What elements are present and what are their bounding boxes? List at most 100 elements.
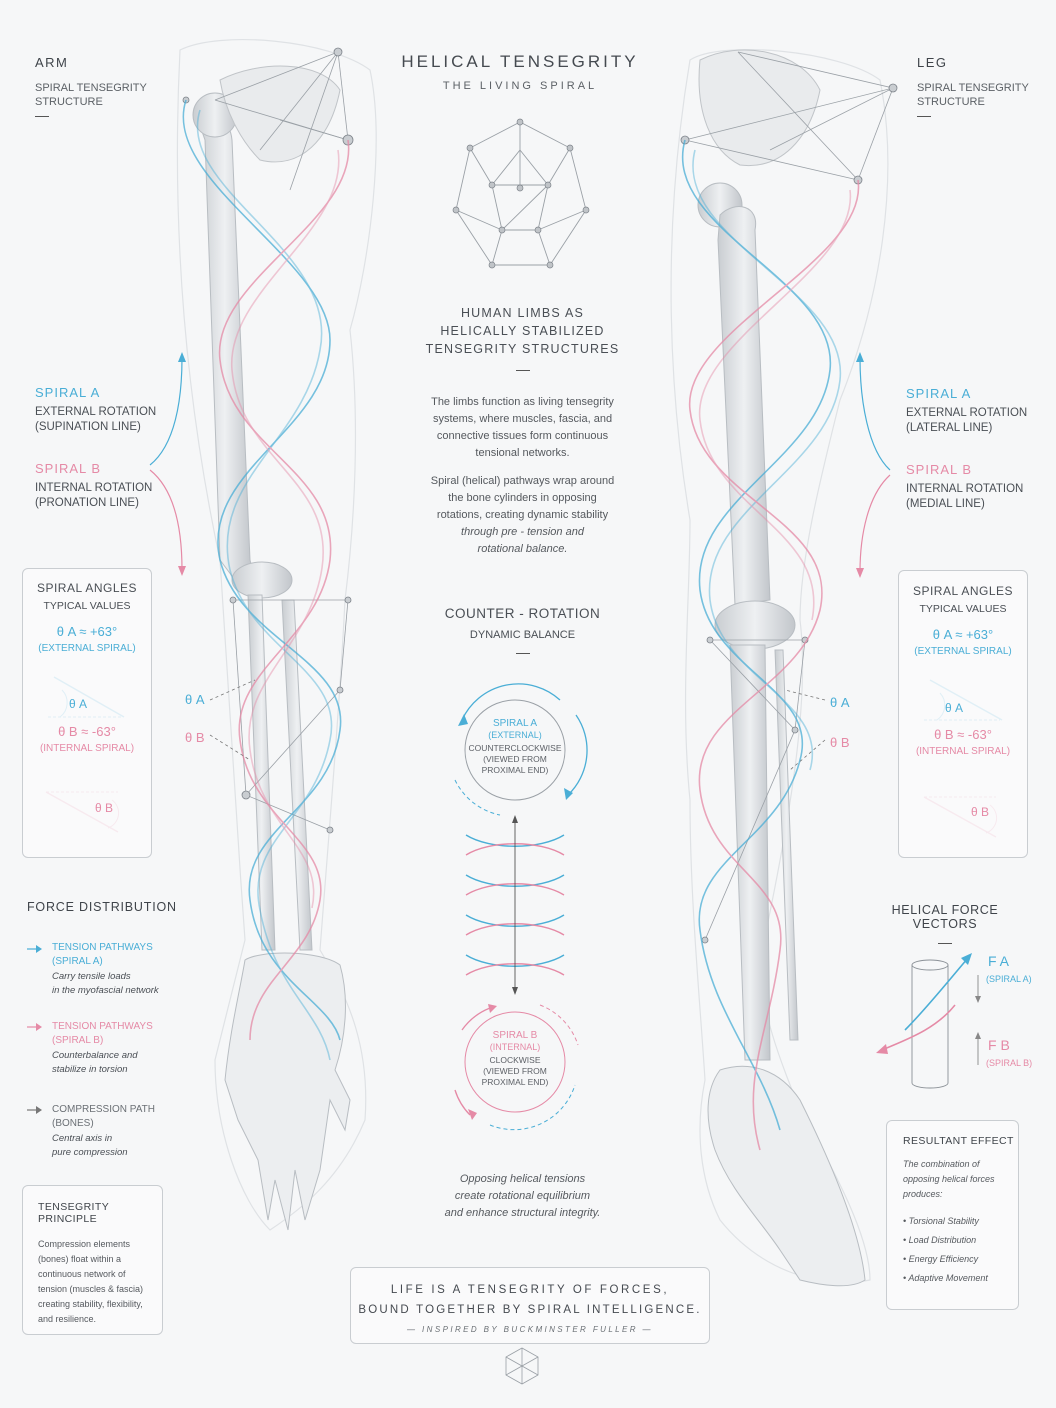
- spiral-b-circle-text: SPIRAL B (INTERNAL) CLOCKWISE (VIEWED FR…: [465, 1030, 565, 1087]
- page-subtitle: THE LIVING SPIRAL: [442, 80, 598, 92]
- force-a-label: TENSION PATHWAYS: [52, 942, 153, 953]
- spiral-a-circle-end: PROXIMAL END): [481, 765, 549, 775]
- leg-spiral-b-2: [699, 189, 851, 621]
- counter-divider: [515, 653, 530, 654]
- side-arrows: [149, 352, 891, 578]
- resultant-title: RESULTANT EFFECT: [903, 1135, 1014, 1147]
- force-c-sub: (BONES): [52, 1118, 94, 1129]
- arm-angle-b-value: θ B ≈ -63°: [58, 724, 116, 739]
- arm-spiral-labels: SPIRAL A EXTERNAL ROTATION (SUPINATION L…: [35, 385, 156, 509]
- opposing-line2: create rotational equilibrium: [454, 1190, 591, 1202]
- center-paragraph-2: Spiral (helical) pathways wrap around th…: [405, 474, 640, 557]
- center-p1-line3: connective tissues form continuous: [436, 430, 609, 442]
- tensegrity-icosahedron: [455, 121, 587, 266]
- resultant-bullet-3: • Energy Efficiency: [903, 1254, 979, 1264]
- center-p2-line3: rotations, creating dynamic stability: [436, 509, 609, 521]
- leg-tensegrity-lines: [684, 51, 894, 941]
- leg-spiral-a: [681, 139, 831, 1131]
- arm-tensegrity-lines: [214, 51, 349, 831]
- resultant-intro-3: produces:: [903, 1189, 943, 1199]
- leg-angle-b-label: (INTERNAL SPIRAL): [915, 746, 1011, 757]
- counter-rotation-graphic: [454, 683, 588, 1131]
- counter-title: COUNTER - ROTATION: [444, 606, 601, 621]
- force-c-label: COMPRESSION PATH: [52, 1104, 155, 1115]
- resultant-bullets: • Torsional Stability • Load Distributio…: [903, 1212, 1018, 1288]
- resultant-bullet-4: • Adaptive Movement: [903, 1273, 988, 1283]
- arm-header: ARM SPIRAL TENSEGRITY STRUCTURE: [35, 55, 147, 117]
- center-p2-line5: rotational balance.: [477, 543, 568, 555]
- tensegrity-body: Compression elements (bones) float withi…: [38, 1237, 162, 1327]
- fibula-bone: [774, 649, 799, 1041]
- arm-spiral-b-line2: (PRONATION LINE): [35, 497, 139, 509]
- resultant-effect-box: RESULTANT EFFECT The combination of oppo…: [886, 1120, 1019, 1310]
- force-c-desc2: pure compression: [52, 1147, 128, 1158]
- hfv-divider: [938, 943, 952, 944]
- leg-arrow-b: [859, 474, 891, 573]
- leg-spirals: [681, 139, 860, 1151]
- leg-spiral-a-title: SPIRAL A: [906, 386, 972, 401]
- spiral-b-circle-end: PROXIMAL END): [481, 1077, 549, 1087]
- force-b-label: TENSION PATHWAYS: [52, 1021, 153, 1032]
- leg-sub2: STRUCTURE: [917, 96, 985, 108]
- arm-theta-a: θ A: [185, 692, 205, 707]
- spiral-a-circle-text: SPIRAL A (EXTERNAL) COUNTERCLOCKWISE (VI…: [465, 718, 565, 775]
- arm-angles-title: SPIRAL ANGLES: [36, 581, 138, 595]
- center-p1-line2: systems, where muscles, fascia, and: [432, 413, 613, 425]
- leg-spiral-b-title: SPIRAL B: [906, 462, 973, 477]
- force-vector-cylinder: [876, 953, 981, 1089]
- arm-angle-b-label: (INTERNAL SPIRAL): [39, 743, 135, 754]
- arm-silhouette: [176, 39, 377, 1231]
- center-p1-line1: The limbs function as living tensegrity: [431, 396, 614, 408]
- leg-angles-subtitle: TYPICAL VALUES: [919, 603, 1007, 615]
- leg-heading: LEG: [917, 55, 948, 70]
- tensegrity-line-2: (bones) float within a: [38, 1254, 122, 1264]
- page-header: HELICAL TENSEGRITY THE LIVING SPIRAL: [380, 52, 660, 92]
- arm-nodes: [182, 47, 354, 834]
- arm-spiral-a-line1: EXTERNAL ROTATION: [35, 406, 157, 418]
- femur-bone: [717, 206, 771, 606]
- arm-sub2: STRUCTURE: [35, 96, 103, 108]
- resultant-bullet-1: • Torsional Stability: [903, 1216, 979, 1226]
- center-paragraph-1: The limbs function as living tensegrity …: [405, 395, 640, 461]
- arm-angle-a-value: θ A ≈ +63°: [56, 624, 118, 639]
- force-b-desc1: Counterbalance and: [52, 1050, 138, 1061]
- arm-spiral-b-line1: INTERNAL ROTATION: [35, 482, 153, 494]
- quote-credit: — INSPIRED BY BUCKMINSTER FULLER —: [407, 1325, 653, 1334]
- helical-force-vectors-heading: HELICAL FORCE VECTORS: [860, 903, 1030, 944]
- bottom-emblem-icon: [505, 1347, 539, 1385]
- theta-leaders: [209, 679, 826, 771]
- leg-spiral-b-line2: (MEDIAL LINE): [906, 498, 985, 510]
- hfv-fa-label: F A: [988, 953, 1010, 969]
- force-item-spiral-b: TENSION PATHWAYS (SPIRAL B) Counterbalan…: [52, 1021, 192, 1075]
- arm-arrow-a: [149, 357, 183, 466]
- force-distribution-section: FORCE DISTRIBUTION: [27, 900, 187, 914]
- spiral-b-circle-dir: CLOCKWISE: [489, 1055, 541, 1065]
- spiral-b-circle-title: SPIRAL B: [492, 1030, 538, 1041]
- center-divider: [515, 370, 530, 371]
- radius-bone: [247, 594, 276, 951]
- spiral-b-circle-view: (VIEWED FROM: [483, 1066, 547, 1076]
- force-item-compression: COMPRESSION PATH (BONES) Central axis in…: [52, 1104, 192, 1158]
- center-p1-line4: tensional networks.: [475, 447, 570, 459]
- arm-spiral-b-2: [231, 149, 340, 909]
- legend-arrows: [27, 945, 42, 1114]
- opposing-line3: and enhance structural integrity.: [444, 1207, 601, 1219]
- quote-line-2: BOUND TOGETHER BY SPIRAL INTELLIGENCE.: [358, 1304, 702, 1316]
- hfv-fa-sub: (SPIRAL A): [986, 974, 1032, 984]
- leg-angle-b-small: θ B: [971, 805, 990, 819]
- hand-bones: [224, 952, 351, 1231]
- center-heading-1: HUMAN LIMBS AS: [460, 306, 585, 320]
- resultant-intro-1: The combination of: [903, 1159, 980, 1169]
- arm-angle-b-small: θ B: [95, 801, 114, 815]
- spiral-a-circle-sub: (EXTERNAL): [488, 730, 542, 740]
- leg-header: LEG SPIRAL TENSEGRITY STRUCTURE: [917, 55, 1029, 117]
- spiral-a-circle-dir: COUNTERCLOCKWISE: [468, 743, 562, 753]
- scapula: [219, 65, 341, 163]
- leg-spiral-labels: SPIRAL A EXTERNAL ROTATION (LATERAL LINE…: [906, 386, 1027, 510]
- center-heading-3: TENSEGRITY STRUCTURES: [425, 342, 620, 356]
- arm-theta-b: θ B: [185, 730, 205, 745]
- arm-spiral-angles-box: SPIRAL ANGLES TYPICAL VALUES θ A ≈ +63° …: [22, 568, 152, 858]
- tensegrity-line-4: tension (muscles & fascia): [38, 1284, 144, 1294]
- leg-spiral-a-line1: EXTERNAL ROTATION: [906, 407, 1028, 419]
